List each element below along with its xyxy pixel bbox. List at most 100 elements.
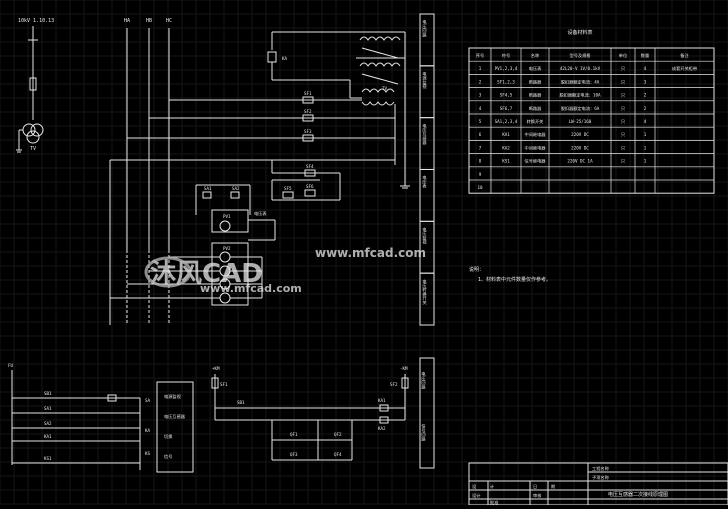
table-cell: 1: [644, 159, 647, 164]
tb-project-name: 工程名称: [592, 465, 609, 472]
tb-subproject-name: 子项名称: [592, 474, 609, 481]
table-header-cell: 型号及规格: [570, 52, 592, 59]
table-cell: 5: [479, 119, 482, 124]
table-cell: SA1,2,3,4: [495, 119, 518, 124]
bm-right-box-2: 信号回路: [421, 423, 427, 443]
tb-cell-3: 日: [533, 484, 537, 490]
table-cell: 成套开关柜带: [672, 65, 697, 72]
bl-box-1: 电源监视: [164, 393, 182, 400]
sa2-label: SA2: [232, 186, 240, 191]
table-cell: 中间继电器: [525, 131, 547, 138]
table-cell: 2: [644, 106, 647, 111]
pv2-label: PV2: [223, 246, 231, 251]
strip-label: 电压互感器: [422, 122, 428, 146]
bm-right-bus: -KM: [400, 366, 408, 371]
tb-cell-4: 期: [551, 484, 555, 490]
sf3-label: SF3: [304, 129, 312, 134]
table-cell: 转换开关: [527, 118, 544, 125]
table-cell: 只: [621, 66, 625, 72]
table-cell: 6: [479, 132, 482, 137]
table-cell: 只: [621, 132, 625, 138]
strip-label: 电压监视: [422, 226, 428, 246]
table-cell: 4: [644, 119, 647, 124]
title-block: 工程名称 子项名称 电压互感器二次接线原理图 设 计 日 期 设计 审核 批准: [468, 462, 728, 506]
table-cell: 9: [479, 172, 482, 177]
table-cell: 脱扣器额定电流：10A: [559, 92, 601, 99]
tv-label: TV: [382, 86, 388, 91]
table-cell: 220V DC: [571, 132, 589, 137]
table-frame: [468, 47, 715, 194]
table-cell: 2: [479, 79, 482, 84]
watermark: 沐风CAD www.mfcad.com www.mfcad.com: [144, 246, 426, 295]
incoming-voltage-label: 10kV 1.10.13: [18, 18, 54, 24]
tb-cell-2: 计: [490, 483, 494, 490]
table-cell: 220V DC: [571, 145, 589, 150]
sa1-label: SA1: [204, 186, 212, 191]
table-cell: 3: [644, 79, 647, 84]
table-cell: 3: [479, 93, 482, 98]
table-cell: KA1: [502, 132, 510, 137]
sf5-label: SF5: [284, 186, 292, 191]
bl-bus-label: FU: [8, 363, 14, 368]
table-cell: 只: [621, 159, 625, 165]
notes-item-1: 1、材料表中元件数量仅作参考。: [478, 276, 551, 283]
table-cell: LW-25/160: [569, 119, 592, 124]
table-cell: 脱扣器额定电流：4A: [561, 78, 600, 85]
bl-box-2: 电压互感器: [164, 413, 186, 420]
bm-contact-qf3: QF3: [290, 452, 298, 457]
bm-fuse-left: SF1: [220, 382, 228, 387]
table-cell: 1: [644, 145, 647, 150]
bus-label-c: HC: [166, 18, 172, 24]
equipment-table-title: 设备材料表: [567, 29, 592, 36]
bottom-control-circuit: +KM -KM SF1 SF2 SB1 KA1 KA2 QF1 QF2 QF3 …: [211, 357, 435, 469]
bl-box-3: 切换: [164, 433, 173, 440]
table-cell: 2: [644, 93, 647, 98]
incoming-line-diagram: 10kV 1.10.13 TV: [16, 18, 54, 153]
bl-row-ks1: KS1: [44, 456, 52, 461]
table-cell: 断路器: [529, 78, 542, 85]
bottom-left-circuit: FU SB1 SA1 SA2 KA1 KS1 SA KA KS 电源监视 电压互…: [8, 363, 194, 473]
bl-row-sa2: SA2: [44, 421, 52, 426]
watermark-brand: 沐风CAD: [150, 259, 263, 289]
bl-row-sa1: SA1: [44, 406, 52, 411]
table-cell: SF4,5: [500, 93, 513, 98]
bl-row-sb1: SB1: [44, 391, 52, 396]
tb-row-design: 设计: [472, 492, 480, 499]
drawing-title: 电压互感器二次接线原理图: [608, 491, 668, 498]
bm-contact-sb1: SB1: [237, 400, 245, 405]
table-cell: 断路器: [529, 92, 542, 99]
notes-title: 说明：: [469, 266, 484, 273]
incoming-tv-label: TV: [30, 146, 36, 152]
bm-right-box-1: 电压回路: [421, 371, 427, 391]
bm-contact-ka2: KA2: [378, 426, 386, 431]
table-cell: 脱扣器额定电流：6A: [561, 105, 600, 112]
strip-label: 电压转换开关: [422, 278, 428, 306]
strip-box: [419, 272, 435, 326]
table-cell: 7: [479, 145, 482, 150]
sf4-label: SF4: [306, 164, 314, 169]
table-cell: 1: [479, 66, 482, 71]
pv1-label: PV1: [223, 214, 231, 219]
table-header-cell: 备注: [680, 52, 689, 59]
table-cell: 4: [479, 106, 482, 111]
table-cell: 只: [621, 145, 625, 151]
table-header-cell: 数量: [641, 52, 649, 59]
bl-row-ka1: KA1: [44, 434, 52, 439]
pv-note: 电压表: [254, 210, 267, 217]
relay-ka-label: KA: [282, 56, 288, 61]
table-cell: 只: [621, 79, 625, 85]
bus-label-a: HA: [124, 18, 130, 24]
bm-contact-qf1: QF1: [290, 432, 298, 437]
bm-contact-ka1: KA1: [378, 398, 386, 403]
sf1-label: SF1: [304, 91, 312, 96]
table-cell: 只: [621, 106, 625, 112]
tb-cell-1: 设: [472, 483, 477, 490]
bl-box-4: 信号: [164, 453, 172, 460]
bus-label-b: HB: [146, 18, 152, 24]
table-cell: 中间继电器: [525, 144, 547, 151]
table-cell: KA2: [502, 145, 510, 150]
